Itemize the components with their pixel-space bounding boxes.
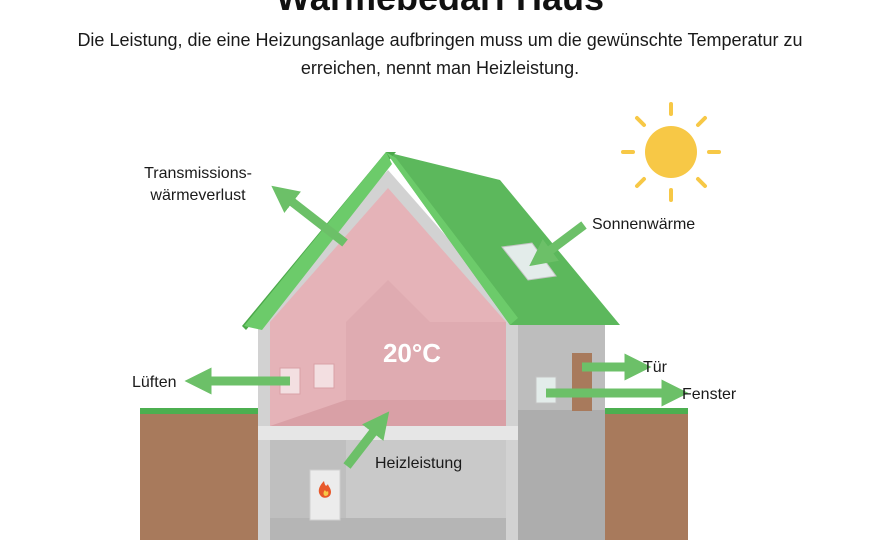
label-ventilation: Lüften: [132, 374, 176, 391]
arrow-sun: [529, 221, 587, 267]
earth-right: [603, 412, 688, 540]
temperature-label: 20°C: [383, 338, 441, 368]
window-left-2: [313, 363, 335, 389]
roof-front-edge: [244, 152, 392, 330]
label-door: Tür: [643, 359, 668, 376]
grass-left: [140, 408, 262, 414]
page-title: Wärmebedarf Haus: [0, 0, 880, 18]
label-window: Fenster: [682, 386, 737, 403]
house-side-wall-lower: [518, 410, 605, 540]
sun-icon: [621, 102, 721, 202]
grass-right: [603, 408, 688, 414]
roof-edge-right: [386, 152, 518, 325]
page-subtitle: Die Leistung, die eine Heizungsanlage au…: [77, 30, 803, 78]
arrow-transmission: [271, 185, 348, 247]
upper-room-back: [346, 280, 506, 400]
arrow-heating: [343, 411, 390, 469]
roof-side: [386, 152, 620, 325]
label-sun: Sonnenwärme: [592, 216, 695, 233]
label-heating: Heizleistung: [375, 455, 462, 472]
skylight: [501, 242, 557, 281]
earth-left: [140, 412, 262, 540]
label-transmission-line2: wärmeverlust: [149, 187, 246, 204]
flame-icon: [318, 481, 331, 498]
basement-floor: [270, 518, 506, 540]
door: [572, 353, 592, 411]
label-transmission-line1: Transmissions-: [144, 165, 252, 182]
floor-slab: [258, 426, 518, 440]
